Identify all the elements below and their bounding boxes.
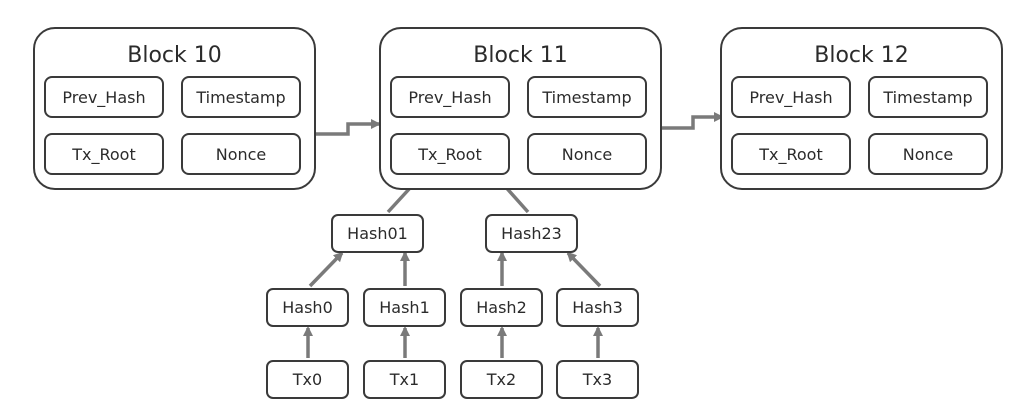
prev-hash-field: Prev_Hash bbox=[390, 76, 510, 118]
timestamp-field: Timestamp bbox=[868, 76, 988, 118]
block-10: Block 10 Prev_Hash Timestamp Tx_Root Non… bbox=[33, 27, 316, 190]
arrow-block11-to-block12 bbox=[660, 112, 724, 130]
tx1-node: Tx1 bbox=[363, 360, 446, 399]
block-11: Block 11 Prev_Hash Timestamp Tx_Root Non… bbox=[379, 27, 662, 190]
tx0-node: Tx0 bbox=[266, 360, 349, 399]
nonce-field: Nonce bbox=[868, 133, 988, 175]
prev-hash-field: Prev_Hash bbox=[44, 76, 164, 118]
nonce-field: Nonce bbox=[181, 133, 301, 175]
nonce-field: Nonce bbox=[527, 133, 647, 175]
tx2-node: Tx2 bbox=[460, 360, 543, 399]
hash2-node: Hash2 bbox=[460, 288, 543, 327]
arrow-hash0-to-hash01 bbox=[308, 251, 344, 288]
tx3-node: Tx3 bbox=[556, 360, 639, 399]
block-title: Block 10 bbox=[127, 43, 222, 68]
hash01-node: Hash01 bbox=[331, 214, 424, 253]
hash3-node: Hash3 bbox=[556, 288, 639, 327]
tx-root-field: Tx_Root bbox=[731, 133, 851, 175]
timestamp-field: Timestamp bbox=[181, 76, 301, 118]
block-title: Block 12 bbox=[814, 43, 909, 68]
arrow-hash3-to-hash23 bbox=[566, 251, 602, 288]
tx-root-field: Tx_Root bbox=[390, 133, 510, 175]
hash23-node: Hash23 bbox=[485, 214, 578, 253]
timestamp-field: Timestamp bbox=[527, 76, 647, 118]
arrow-block10-to-block11 bbox=[315, 119, 381, 136]
prev-hash-field: Prev_Hash bbox=[731, 76, 851, 118]
hash1-node: Hash1 bbox=[363, 288, 446, 327]
hash0-node: Hash0 bbox=[266, 288, 349, 327]
tx-root-field: Tx_Root bbox=[44, 133, 164, 175]
block-title: Block 11 bbox=[473, 43, 568, 68]
block-12: Block 12 Prev_Hash Timestamp Tx_Root Non… bbox=[720, 27, 1003, 190]
